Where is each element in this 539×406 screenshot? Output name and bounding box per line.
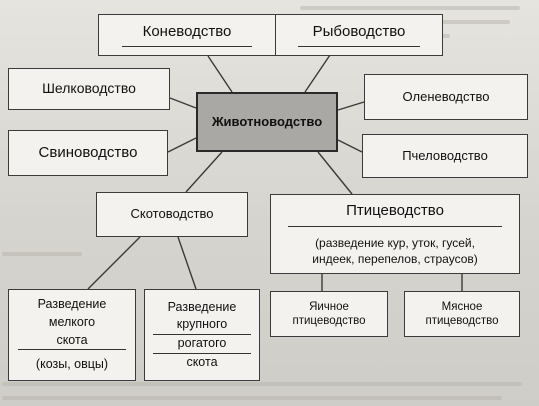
node-label: Свиноводство [38,143,138,161]
node-line: мелкого [48,314,96,329]
node-small-cattle: Разведение мелкого скота (козы, овцы) [8,289,136,381]
node-line: скота [17,332,127,351]
node-horse-breeding: Коневодство [98,14,276,56]
background-text-line [2,382,522,386]
underline [121,46,253,48]
node-line: (козы, овцы) [35,357,109,372]
node-line: птицеводство [292,315,366,327]
connector-bee [337,139,363,153]
node-poultry-breeding: Птицеводство (разведение кур, уток, гусе… [270,194,520,274]
center-label: Животноводство [211,113,323,129]
node-deer-breeding: Оленеводство [364,74,528,120]
connector-small-cattle [87,236,141,290]
node-egg-poultry: Яичное птицеводство [270,291,388,337]
connector-poultry [317,151,353,195]
connector-fish [304,54,331,93]
background-text-line [300,6,520,10]
underline [288,225,502,227]
node-large-cattle: Разведение крупного рогатого скота [144,289,260,381]
connector-pig [167,137,197,153]
node-silk-breeding: Шелководство [8,68,170,110]
connector-horse [207,55,233,93]
underline [297,46,421,48]
connector-large-cattle [177,236,197,290]
node-pig-breeding: Свиноводство [8,130,168,176]
node-label: Пчеловодство [402,147,488,163]
node-label: Скотоводство [130,206,214,222]
node-line: рогатого [152,335,252,354]
connector-deer [337,101,365,111]
node-line: Мясное [441,300,483,313]
poultry-detail-line: (разведение кур, уток, гусей, [315,235,475,250]
node-bee-breeding: Пчеловодство [362,134,528,178]
node-label: Коневодство [142,22,232,40]
node-line: Разведение [167,299,237,314]
background-text-line [2,252,82,256]
poultry-detail: (разведение кур, уток, гусей, индеек, пе… [312,235,478,267]
node-line: крупного [152,316,252,335]
connector-cattle [185,151,223,193]
node-line: Разведение [37,297,107,312]
node-line: птицеводство [425,315,499,327]
connector-silk [169,97,197,109]
node-label: Птицеводство [346,202,444,219]
node-line: скота [186,354,218,369]
node-line: Яичное [309,300,349,313]
node-cattle-breeding: Скотоводство [96,192,248,237]
center-node-livestock: Животноводство [196,92,338,152]
node-label: Оленеводство [402,88,490,104]
background-text-line [2,396,502,400]
node-meat-poultry: Мясное птицеводство [404,291,520,337]
node-label: Шелководство [42,80,136,97]
node-label: Рыбоводство [312,22,406,40]
poultry-detail-line: индеек, перепелов, страусов) [312,251,478,266]
node-fish-breeding: Рыбоводство [275,14,443,56]
